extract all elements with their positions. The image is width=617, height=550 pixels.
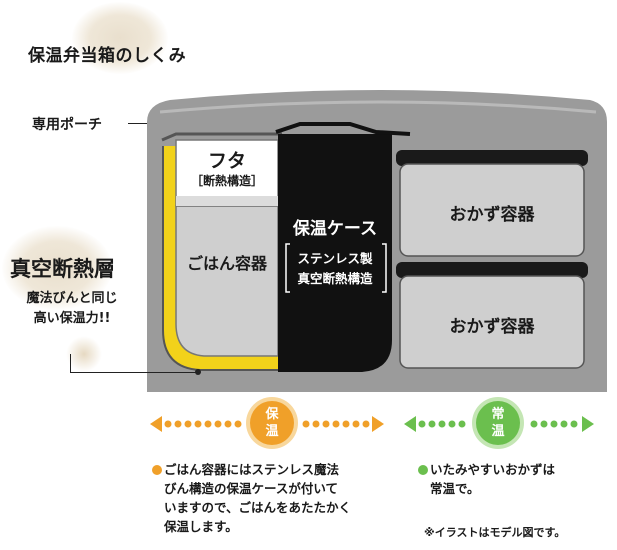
note-room: いたみやすいおかずは 常温で。 [418, 460, 555, 498]
room-arrow-left-head [404, 416, 416, 432]
room-arrow-row [404, 416, 594, 432]
side-dish-bottom-body [399, 275, 585, 369]
vacuum-sub-2: 高い保温力!! [33, 311, 111, 326]
warm-case-sub-1: ステンレス製 [297, 251, 373, 266]
vacuum-leader-highlight [66, 336, 102, 372]
note-warm-line-2: びん構造の保温ケースが付いて [164, 481, 339, 496]
note-room-line-1: いたみやすいおかずは [418, 460, 555, 479]
side-dish-top-lid [396, 150, 588, 166]
warm-case-title: 保温ケース [292, 219, 378, 239]
room-badge-line-1: 常 [491, 407, 505, 422]
room-arrow-right-dots [530, 420, 578, 428]
warm-case-bracket-right [382, 243, 387, 293]
warm-arrow-right-head [372, 416, 384, 432]
warm-badge-line-1: 保 [265, 407, 279, 422]
side-dish-top-body [399, 163, 585, 257]
side-dish-top-label: おかず容器 [449, 205, 535, 225]
vacuum-leader-line [70, 372, 198, 373]
note-warm: ごはん容器にはステンレス魔法 びん構造の保温ケースが付いて いますので、ごはんを… [152, 460, 351, 536]
orange-bullet-icon [152, 465, 162, 475]
warm-arrow-left-dots [164, 420, 242, 428]
warm-case-sub-2: 真空断熱構造 [297, 271, 373, 286]
rice-container-body [175, 205, 279, 357]
vacuum-leader-vertical [70, 354, 71, 372]
lid-band [176, 196, 278, 206]
title-highlight [72, 2, 168, 74]
room-badge: 常 温 [476, 401, 520, 445]
warm-case-body [278, 134, 392, 372]
warm-badge: 保 温 [250, 401, 294, 445]
warm-badge-line-2: 温 [265, 424, 279, 439]
warm-arrow-left-head [150, 416, 162, 432]
pouch-top-highlight [159, 100, 597, 114]
warm-case-bracket-left [285, 243, 290, 293]
warm-arrow-row [150, 416, 384, 432]
warm-arrow-right-dots [302, 420, 370, 428]
note-warm-text-1: ごはん容器にはステンレス魔法 [164, 462, 340, 477]
page-title: 保温弁当箱のしくみ [28, 46, 187, 66]
room-arrow-left-dots [418, 420, 466, 428]
lid-label: フタ [207, 150, 246, 172]
side-dish-bottom-label: おかず容器 [449, 317, 535, 337]
note-warm-line-4: 保温します。 [164, 519, 238, 534]
lid-body [175, 139, 279, 207]
vacuum-highlight [2, 226, 112, 310]
room-arrow-right-head [582, 416, 594, 432]
rice-container-label: ごはん容器 [186, 254, 267, 273]
green-bullet-icon [418, 465, 428, 475]
side-dish-bottom-lid [396, 262, 588, 278]
pouch-label: 専用ポーチ [32, 117, 102, 133]
note-warm-line-1: ごはん容器にはステンレス魔法 [152, 460, 351, 479]
room-badge-line-2: 温 [491, 424, 505, 439]
note-room-line-2: 常温で。 [430, 481, 480, 496]
lid-sub-label: ［断熱構造］ [190, 174, 263, 188]
warm-case-lid [275, 122, 411, 136]
vacuum-title: 真空断熱層 [10, 257, 115, 281]
vacuum-leader-dot [195, 369, 201, 375]
pouch-leader-line [128, 123, 162, 124]
note-warm-line-3: いますので、ごはんをあたたかく [164, 500, 352, 515]
vacuum-sub-1: 魔法びんと同じ [26, 291, 118, 306]
lid-rim [161, 132, 282, 142]
note-room-text-1: いたみやすいおかずは [430, 462, 556, 477]
disclaimer: ※イラストはモデル図です。 [424, 526, 566, 539]
